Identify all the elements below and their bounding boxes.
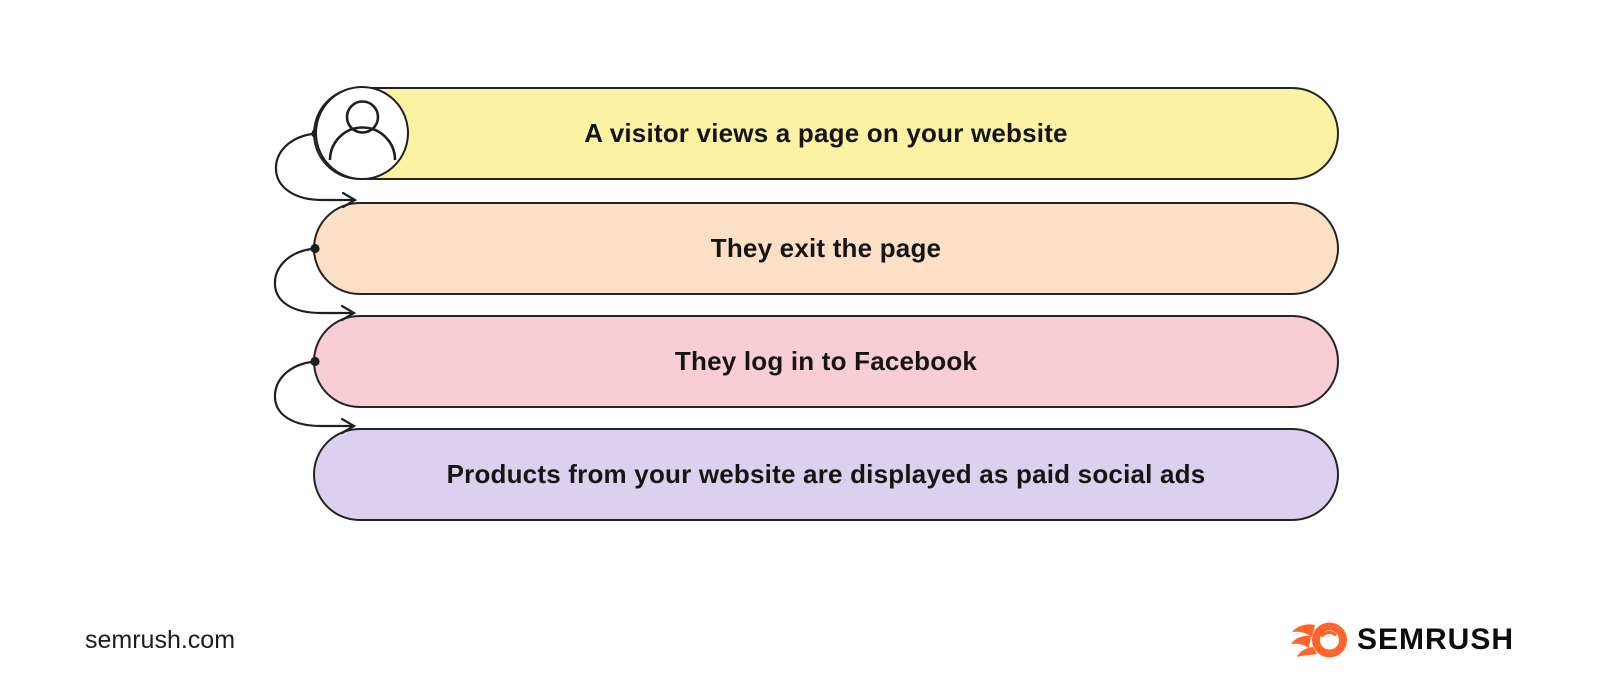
visitor-person-icon [328,99,396,160]
site-url-label: semrush.com [85,626,236,654]
semrush-logo: SEMRUSH [1290,620,1514,660]
semrush-wordmark: SEMRUSH [1357,623,1515,656]
step-label: Products from your website are displayed… [446,459,1206,489]
step-pill-login-facebook: They log in to Facebook [313,315,1339,408]
visitor-avatar [315,86,409,180]
step-pill-paid-social-ads: Products from your website are displayed… [313,428,1339,521]
step-label: A visitor views a page on your website [584,118,1068,148]
step-label: They log in to Facebook [674,346,978,376]
step-pill-visitor-views-page: A visitor views a page on your website [313,87,1339,180]
step-pill-exit-page: They exit the page [313,202,1339,295]
semrush-fireball-icon [1291,622,1347,658]
step-label: They exit the page [710,233,942,263]
